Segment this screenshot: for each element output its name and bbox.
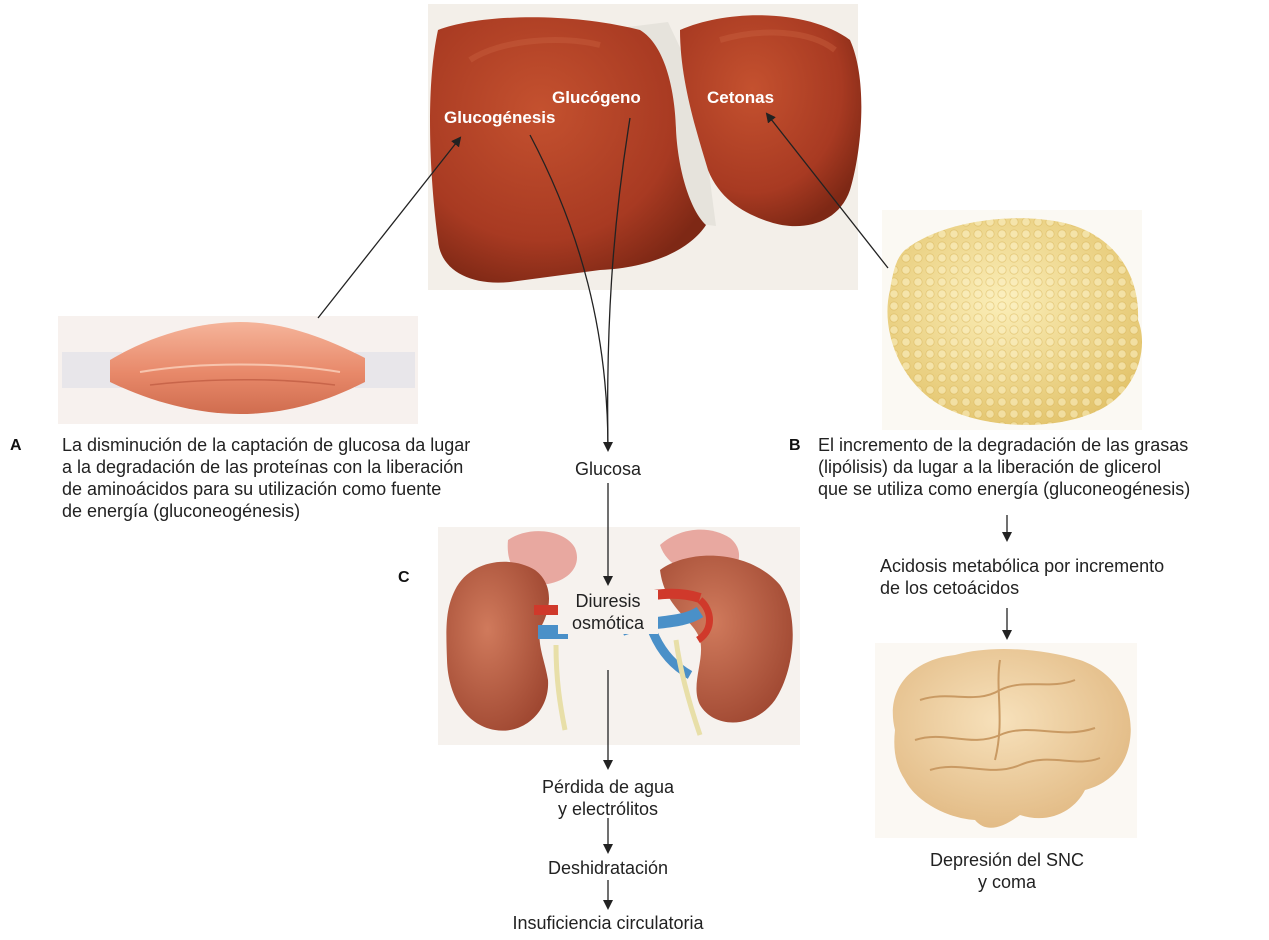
panel-c-letter: C <box>398 569 410 587</box>
panel-a-line: La disminución de la captación de glucos… <box>62 434 470 456</box>
label-glucogenesis: Glucogénesis <box>444 108 555 128</box>
water-loss-line: y electrólitos <box>518 798 698 820</box>
panel-b-text: El incremento de la degradación de las g… <box>818 434 1190 500</box>
brain-illustration <box>875 643 1137 838</box>
acidosis-label: Acidosis metabólica por incremento de lo… <box>880 555 1164 599</box>
diuresis-line: osmótica <box>558 612 658 634</box>
diuresis-line: Diuresis <box>558 590 658 612</box>
label-glycogen: Glucógeno <box>552 88 641 108</box>
panel-a-line: a la degradación de las proteínas con la… <box>62 456 470 478</box>
panel-b-line: (lipólisis) da lugar a la liberación de … <box>818 456 1190 478</box>
dehydration-label: Deshidratación <box>518 857 698 879</box>
liver-illustration <box>428 4 861 290</box>
acidosis-line: de los cetoácidos <box>880 577 1164 599</box>
diuresis-label: Diuresis osmótica <box>558 590 658 634</box>
panel-b-line: El incremento de la degradación de las g… <box>818 434 1190 456</box>
panel-a-line: de aminoácidos para su utilización como … <box>62 478 470 500</box>
panel-a-letter: A <box>10 437 22 455</box>
cns-depression-label: Depresión del SNC y coma <box>907 849 1107 893</box>
muscle-illustration <box>58 316 418 424</box>
fat-tissue-illustration <box>882 210 1142 430</box>
kidneys-illustration <box>438 527 800 745</box>
acidosis-line: Acidosis metabólica por incremento <box>880 555 1164 577</box>
label-ketones: Cetonas <box>707 88 774 108</box>
panel-a-line: de energía (gluconeogénesis) <box>62 500 470 522</box>
panel-a-text: La disminución de la captación de glucos… <box>62 434 470 522</box>
water-loss-line: Pérdida de agua <box>518 776 698 798</box>
water-loss-label: Pérdida de agua y electrólitos <box>518 776 698 820</box>
panel-b-line: que se utiliza como energía (gluconeogén… <box>818 478 1190 500</box>
panel-b-letter: B <box>789 437 801 455</box>
cns-line: y coma <box>907 871 1107 893</box>
glucose-label: Glucosa <box>548 458 668 480</box>
cns-line: Depresión del SNC <box>907 849 1107 871</box>
circulatory-failure-label: Insuficiencia circulatoria <box>488 912 728 934</box>
